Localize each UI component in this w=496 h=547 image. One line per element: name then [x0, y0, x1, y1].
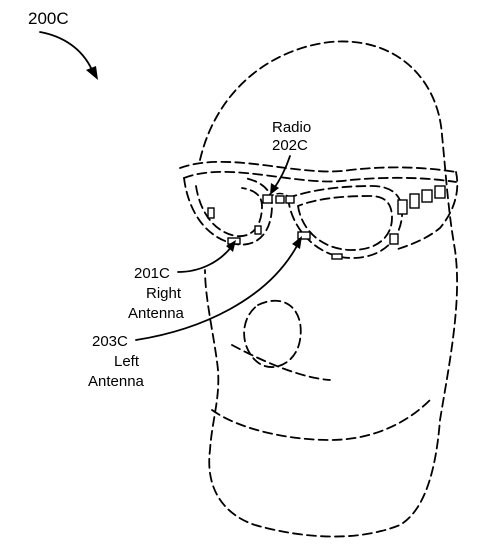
jaw-contour [231, 344, 331, 381]
right-lens-outer [183, 177, 273, 246]
figure-number: 200C [28, 9, 69, 28]
left-antenna-name-line1: Left [114, 353, 140, 370]
frame-block [207, 207, 215, 219]
right-antenna-arrowhead [226, 240, 236, 252]
frame-block [421, 189, 433, 203]
neck-contour [211, 399, 431, 441]
left-antenna-arrowhead [292, 236, 302, 249]
frame-block [285, 195, 295, 204]
head-outline [199, 40, 458, 538]
frame-block [409, 193, 420, 209]
radio-label-ref: 202C [272, 137, 308, 154]
figure-number-arrow [39, 31, 93, 71]
frame-block [331, 253, 343, 260]
right-antenna-leader-line [177, 245, 233, 273]
left-antenna-leader-line [135, 243, 299, 341]
left-lens-outer [287, 185, 404, 259]
left-lens-inner [297, 195, 393, 251]
goggle-band-top [179, 161, 457, 173]
frame-block [434, 185, 446, 199]
radio-leader-line [272, 155, 291, 191]
radio-module [262, 194, 273, 204]
ear-contour [243, 299, 302, 368]
frame-block [397, 199, 408, 215]
radio-label-name: Radio [272, 119, 311, 136]
radio-arrowhead [270, 183, 279, 195]
goggle-strap-right [394, 171, 459, 251]
frame-block [254, 225, 262, 235]
right-antenna-name-line1: Right [146, 285, 182, 302]
right-antenna-ref: 201C [134, 265, 170, 282]
left-antenna-block [297, 231, 311, 240]
left-antenna-name-line2: Antenna [88, 373, 145, 390]
frame-block [275, 195, 285, 204]
frame-block [389, 233, 399, 245]
left-antenna-ref: 203C [92, 333, 128, 350]
right-antenna-name-line2: Antenna [128, 305, 185, 322]
goggle-band-bottom [183, 171, 457, 183]
figure-number-arrowhead [86, 66, 98, 80]
